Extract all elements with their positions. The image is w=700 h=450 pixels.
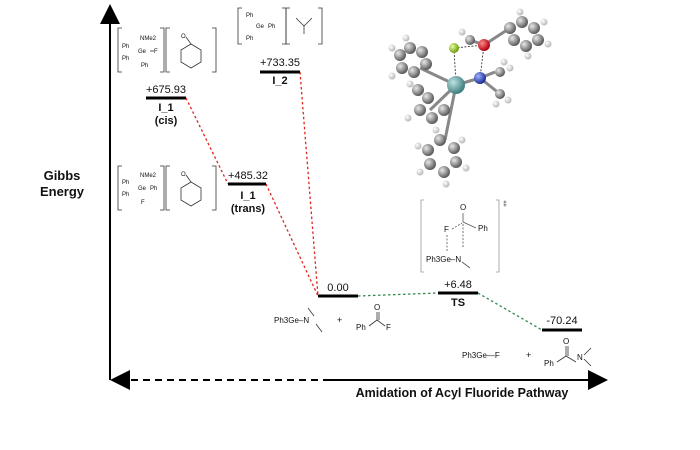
ts-ph3ge: Ph3Ge–N (426, 255, 461, 264)
reactant-o: O (374, 303, 380, 312)
structure-ts: ‡ O Ph F Ph3Ge–N (420, 199, 507, 273)
reactant-ph: Ph (356, 323, 366, 332)
i1-trans-nme2: NMe2 (140, 173, 157, 179)
level-i1-cis-name: I_1 (158, 102, 173, 114)
i1-trans-o: O (181, 172, 186, 178)
level-i2-name: I_2 (272, 75, 287, 87)
i1-cis-ph-2: Ph (122, 56, 129, 62)
structure-i1-trans: NMe2 Ge Ph Ph Ph F O (117, 165, 217, 211)
i2-ph-3: Ph (246, 36, 253, 42)
level-reactants-energy: 0.00 (327, 282, 348, 294)
reactant-f: F (386, 323, 391, 332)
level-ts-name: TS (451, 297, 465, 309)
i1-cis-nme2: NMe2 (140, 36, 157, 42)
product-n: N (577, 353, 583, 362)
ts-f: F (444, 225, 449, 234)
product-germyl-fluoride: Ph3Ge—F (462, 351, 500, 360)
level-reactants: 0.00 (318, 282, 358, 298)
path-cis-trans (185, 97, 229, 185)
level-ts-energy: +6.48 (444, 279, 472, 291)
y-axis-label-2: Energy (40, 184, 85, 199)
molecule-3d-model (388, 8, 552, 188)
i1-trans-ph-2: Ph (150, 186, 157, 192)
product-ph: Ph (544, 359, 554, 368)
level-i1-cis-energy: +675.93 (146, 84, 186, 96)
level-i1-trans-sub: (trans) (231, 203, 266, 215)
level-ts: +6.48 TS (438, 279, 478, 309)
y-axis-label-1: Gibbs (44, 168, 81, 183)
level-i1-cis-sub: (cis) (155, 115, 178, 127)
i2-ph-1: Ph (246, 13, 253, 19)
level-products: -70.24 (542, 315, 582, 332)
path-ts-products (477, 292, 543, 331)
i2-ph-2: Ph (268, 24, 275, 30)
i1-cis-ph-3: Ph (141, 63, 148, 69)
ts-ph: Ph (478, 224, 488, 233)
structure-i1-cis: NMe2 Ge F Ph Ph Ph O (117, 27, 217, 73)
level-products-energy: -70.24 (546, 315, 577, 327)
i2-ge: Ge (256, 24, 265, 30)
i1-trans-ph-1: Ph (122, 180, 129, 186)
i1-trans-f: F (141, 200, 145, 206)
i1-trans-ph-3: Ph (122, 192, 129, 198)
product-o: O (563, 337, 569, 346)
ts-dagger: ‡ (503, 201, 507, 208)
i1-cis-o: O (181, 34, 186, 40)
level-i1-cis: +675.93 I_1 (cis) (146, 84, 186, 127)
i1-cis-ge: Ge (138, 49, 147, 55)
reactant-amine: Ph3Ge–N (274, 316, 309, 325)
path-reactants-ts (357, 292, 439, 297)
level-i2-energy: +733.35 (260, 57, 300, 69)
product-plus: + (526, 350, 531, 360)
level-i1-trans: +485.32 I_1 (trans) (228, 170, 268, 215)
path-i2-reactants (299, 71, 319, 297)
i1-trans-ge: Ge (138, 186, 147, 192)
structure-i2: Ph Ge Ph Ph (237, 7, 323, 45)
i1-cis-f: F (154, 49, 158, 55)
structure-reactants: Ph3Ge–N + Ph O F (274, 303, 391, 333)
level-i1-trans-energy: +485.32 (228, 170, 268, 182)
ts-o: O (460, 203, 466, 212)
structure-products: Ph3Ge—F + Ph O N (462, 337, 592, 368)
path-trans-reactants (265, 183, 319, 297)
level-i2: +733.35 I_2 (260, 57, 300, 87)
level-i1-trans-name: I_1 (240, 190, 255, 202)
reactant-plus: + (337, 315, 342, 325)
x-axis-label: Amidation of Acyl Fluoride Pathway (356, 386, 569, 400)
i1-cis-ph-1: Ph (122, 44, 129, 50)
